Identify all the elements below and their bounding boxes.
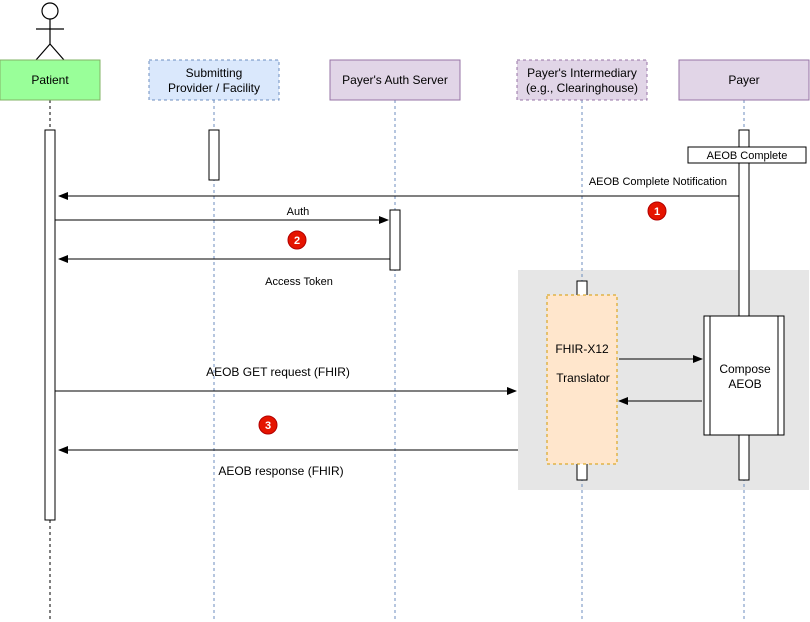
patient-label: Patient xyxy=(31,73,69,87)
payer-activation xyxy=(738,129,750,481)
step-badge-1-number: 1 xyxy=(654,206,660,218)
participant-payer: Payer xyxy=(678,59,810,101)
auth-label: Auth xyxy=(287,206,310,218)
provider-label-line1: Submitting xyxy=(186,66,243,80)
get-request-label: AEOB GET request (FHIR) xyxy=(206,365,350,379)
actor-icon xyxy=(35,2,65,61)
participant-intermediary: Payer's Intermediary (e.g., Clearinghous… xyxy=(516,59,648,101)
step-badge-1: 1 xyxy=(647,201,667,221)
step-badge-2-number: 2 xyxy=(294,235,300,247)
intermediary-label-line1: Payer's Intermediary xyxy=(527,66,637,80)
access-token-label: Access Token xyxy=(265,276,333,288)
translator-box: FHIR-X12 Translator xyxy=(546,294,618,465)
notification-label: AEOB Complete Notification xyxy=(589,176,727,188)
step-badge-3: 3 xyxy=(258,415,278,435)
auth-activation xyxy=(389,209,401,271)
translator-line2: Translator xyxy=(556,371,610,385)
compose-line2: AEOB xyxy=(728,377,761,391)
participant-provider: Submitting Provider / Facility xyxy=(148,59,280,101)
intermediary-label-line2: (e.g., Clearinghouse) xyxy=(526,81,638,95)
step-badge-2: 2 xyxy=(287,230,307,250)
provider-activation xyxy=(208,129,220,181)
payer-label: Payer xyxy=(728,73,759,87)
aeob-complete-note: AEOB Complete xyxy=(687,146,807,164)
translator-line1: FHIR-X12 xyxy=(555,342,609,356)
provider-label-line2: Provider / Facility xyxy=(168,81,260,95)
compose-line1: Compose xyxy=(719,362,771,376)
compose-aeob-box: Compose AEOB xyxy=(703,315,785,436)
participant-auth-server: Payer's Auth Server xyxy=(329,59,461,101)
auth-server-label: Payer's Auth Server xyxy=(342,73,448,87)
response-label: AEOB response (FHIR) xyxy=(218,464,343,478)
aeob-complete-label: AEOB Complete xyxy=(707,150,788,162)
step-badge-3-number: 3 xyxy=(265,420,271,432)
patient-activation xyxy=(44,129,56,521)
participant-patient: Patient xyxy=(0,59,101,101)
